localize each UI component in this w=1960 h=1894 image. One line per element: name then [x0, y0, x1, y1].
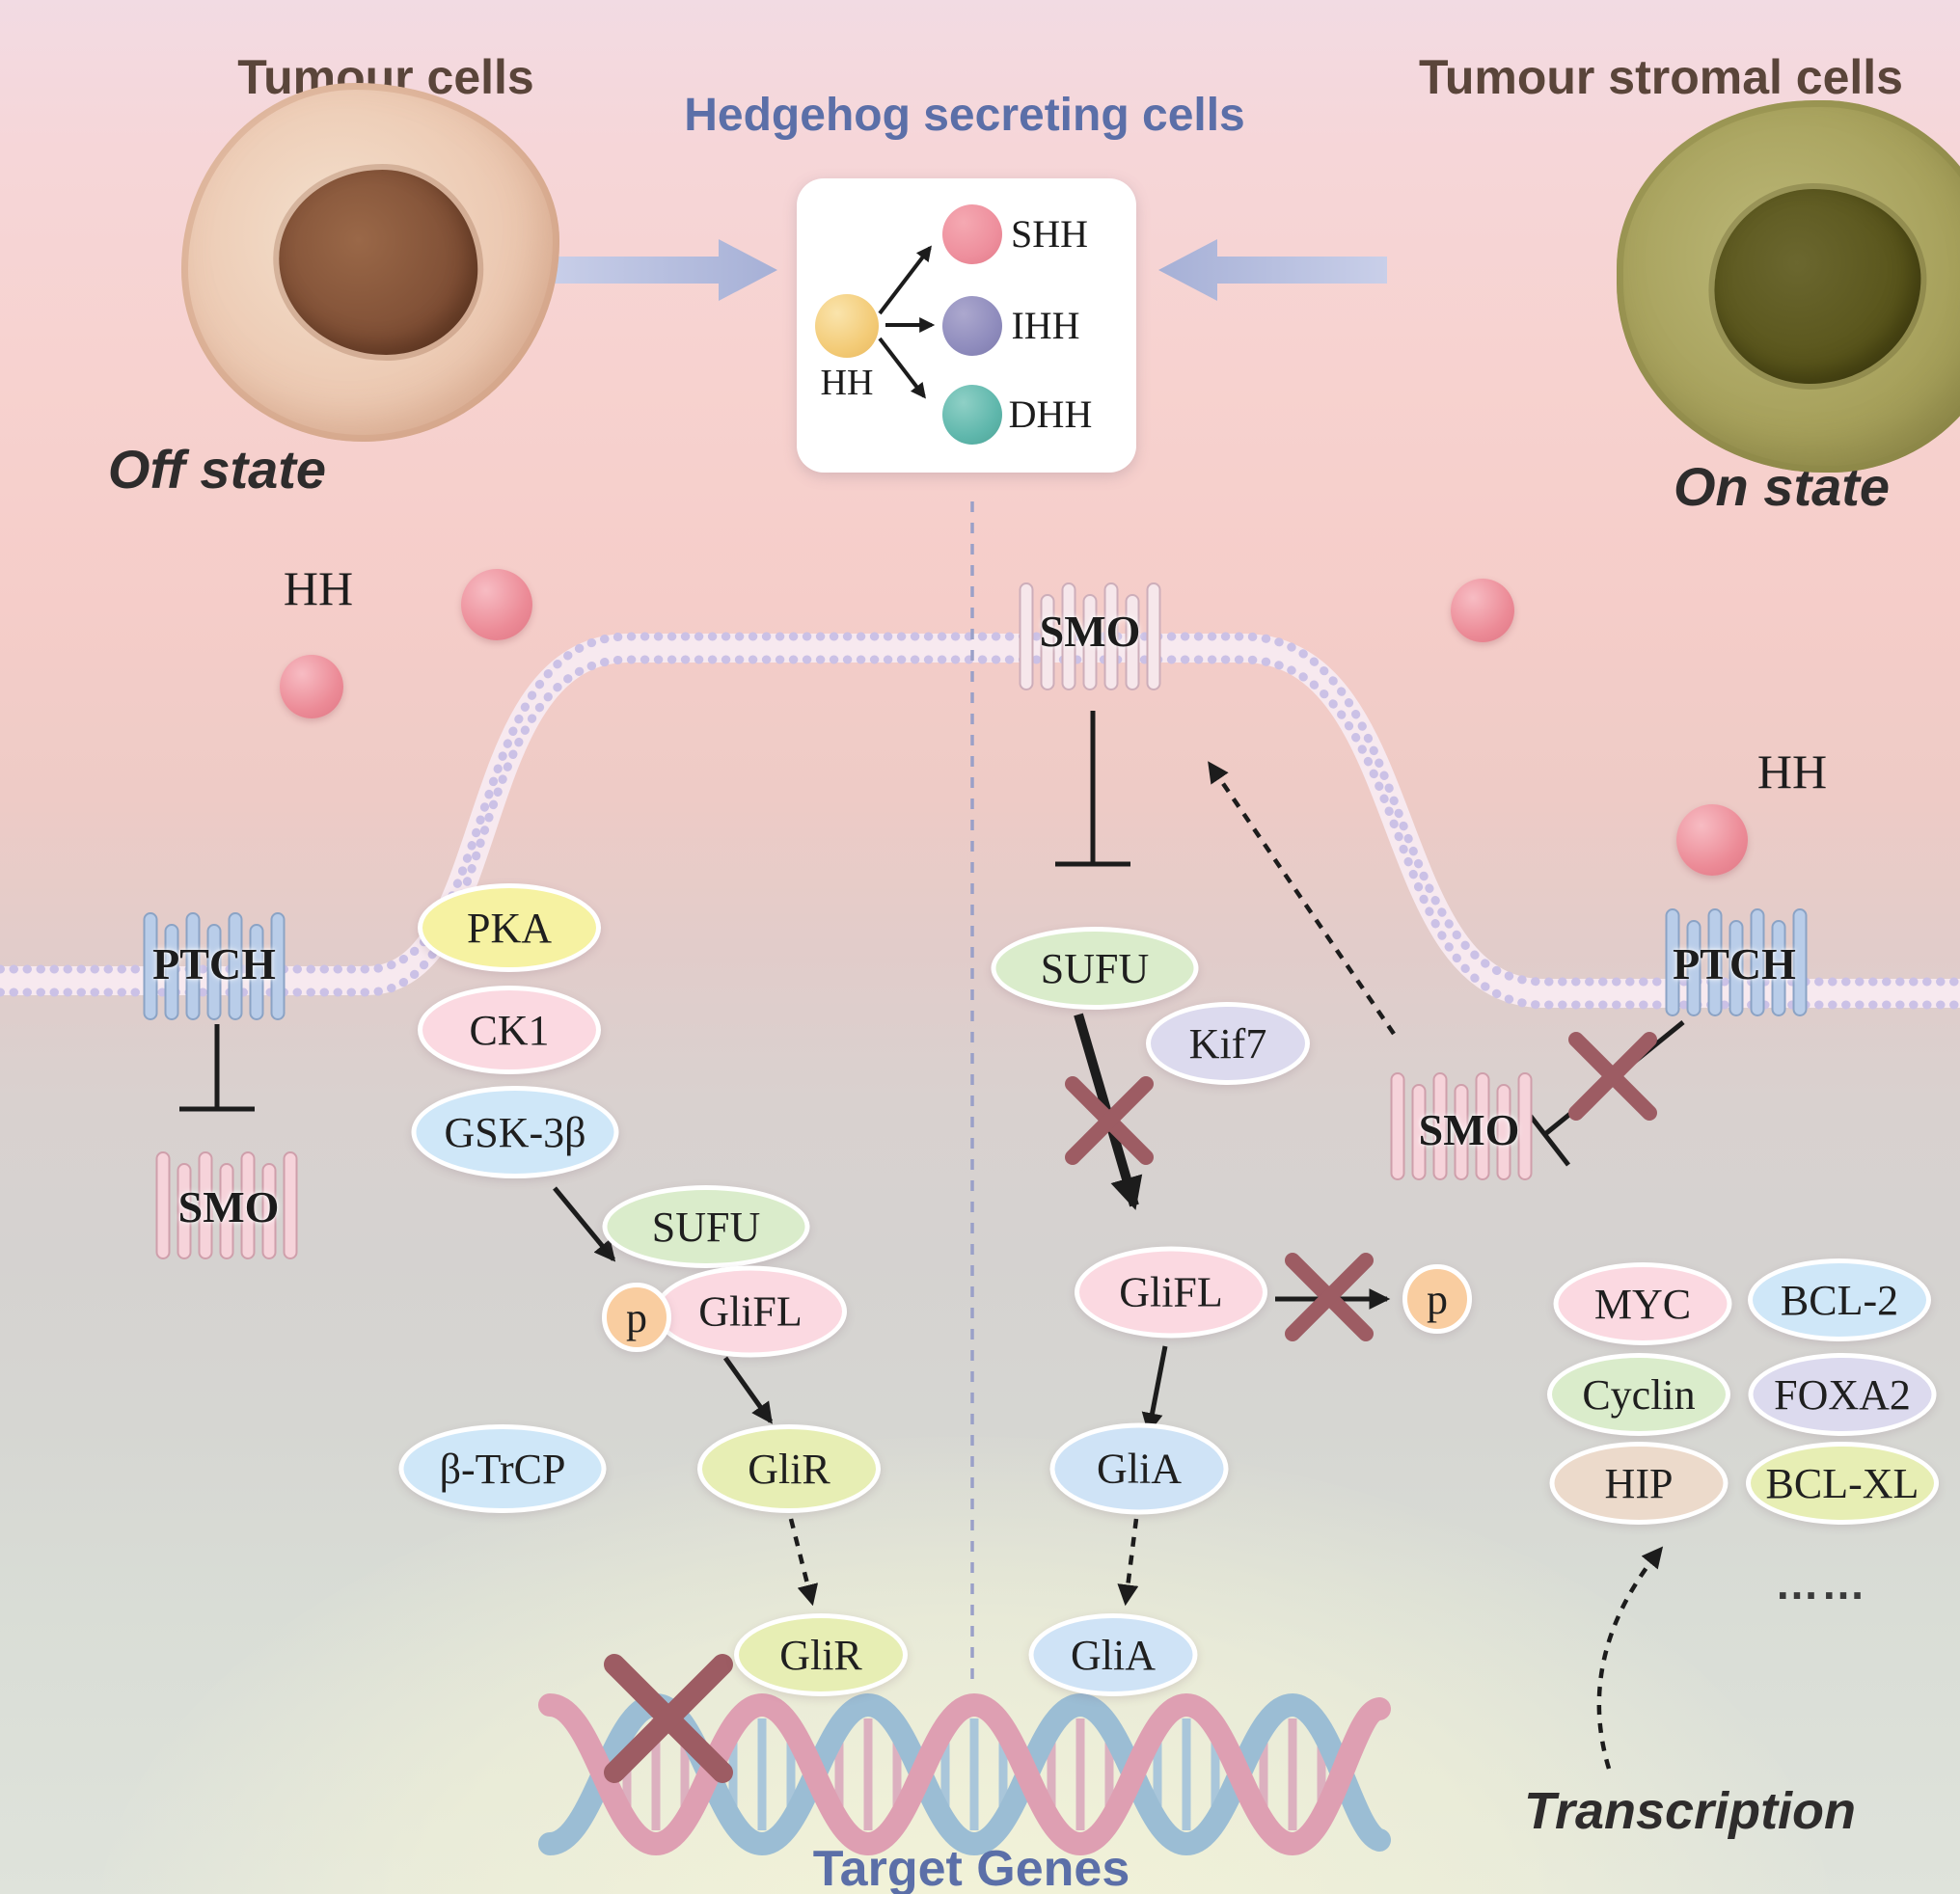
tumour-stromal-cell-illustration — [1617, 100, 1960, 473]
bcl2-ellipse: BCL-2 — [1748, 1258, 1931, 1341]
dhh-sphere — [942, 385, 1002, 445]
myc-ellipse: MYC — [1553, 1262, 1732, 1345]
glir-ellipse: GliR — [697, 1424, 881, 1513]
tumour-cell-illustration — [181, 83, 559, 442]
shh-label: SHH — [1010, 212, 1089, 256]
smo-top-protein — [1019, 582, 1161, 690]
phospho-left-circle: p — [602, 1283, 671, 1352]
dashed-connectors — [788, 761, 1664, 1770]
smo-left-label: SMO — [177, 1182, 280, 1231]
ihh-label: IHH — [1011, 304, 1080, 347]
tumour-stromal-cell-nucleus — [1714, 189, 1921, 384]
inhibition-cross-marks — [604, 1032, 1657, 1783]
target-genes-label: Target Genes — [812, 1841, 1130, 1894]
dhh-label: DHH — [1008, 392, 1093, 436]
hedgehog-secreting-title: Hedgehog secreting cells — [684, 90, 1245, 141]
smo-right-label: SMO — [1418, 1105, 1520, 1154]
bclxl-ellipse: BCL-XL — [1746, 1442, 1939, 1525]
ptch-left-protein — [143, 912, 286, 1020]
glir-nuclear-ellipse: GliR — [734, 1613, 908, 1696]
hh-source-sphere — [815, 294, 879, 358]
ck1-ellipse: CK1 — [418, 986, 601, 1074]
smo-left-protein — [155, 1151, 298, 1259]
kif7-ellipse: Kif7 — [1146, 1002, 1310, 1085]
glifl-right-ellipse: GliFL — [1075, 1246, 1267, 1339]
hh-ligand-sphere — [1676, 804, 1748, 876]
phospho-right-circle: p — [1402, 1264, 1472, 1334]
smo-top-label: SMO — [1039, 607, 1141, 656]
hh-source-label: HH — [820, 363, 874, 403]
tumour-to-box-arrow — [547, 239, 777, 301]
more-genes-ellipsis: …… — [1775, 1558, 1867, 1609]
gsk3b-ellipse: GSK-3β — [411, 1086, 619, 1178]
hedgehog-secreting-box: HH SHH IHH DHH — [797, 178, 1136, 473]
off-state-label: Off state — [107, 439, 327, 500]
glifl-left-ellipse: GliFL — [654, 1265, 847, 1358]
smo-right-protein — [1390, 1072, 1533, 1180]
hh-ligand-sphere — [1451, 579, 1514, 642]
ihh-sphere — [942, 296, 1002, 356]
tumour-stromal-title: Tumour stromal cells — [1419, 50, 1903, 104]
stromal-to-box-arrow — [1158, 239, 1387, 301]
ligand-arrows — [878, 245, 936, 399]
ptch-right-label: PTCH — [1673, 939, 1796, 988]
glia-nuclear-ellipse: GliA — [1028, 1613, 1198, 1696]
pka-ellipse: PKA — [418, 883, 601, 972]
ptch-left-label: PTCH — [152, 939, 276, 988]
hh-left-label: HH — [283, 561, 354, 615]
hh-ligand-sphere — [461, 569, 532, 640]
sufu-left-ellipse: SUFU — [602, 1185, 810, 1268]
beta-trcp-ellipse: β-TrCP — [398, 1424, 607, 1513]
shh-sphere — [942, 204, 1002, 264]
ptch-right-protein — [1665, 908, 1808, 1016]
transcription-label: Transcription — [1523, 1782, 1857, 1840]
cyclin-ellipse: Cyclin — [1547, 1353, 1730, 1436]
tumour-cell-nucleus — [279, 170, 478, 355]
foxa2-ellipse: FOXA2 — [1748, 1353, 1937, 1436]
hip-ellipse: HIP — [1549, 1442, 1729, 1525]
sufu-right-ellipse: SUFU — [991, 927, 1199, 1010]
hh-right-label: HH — [1756, 744, 1828, 798]
glia-ellipse: GliA — [1049, 1422, 1229, 1515]
hh-ligand-sphere — [280, 655, 343, 718]
